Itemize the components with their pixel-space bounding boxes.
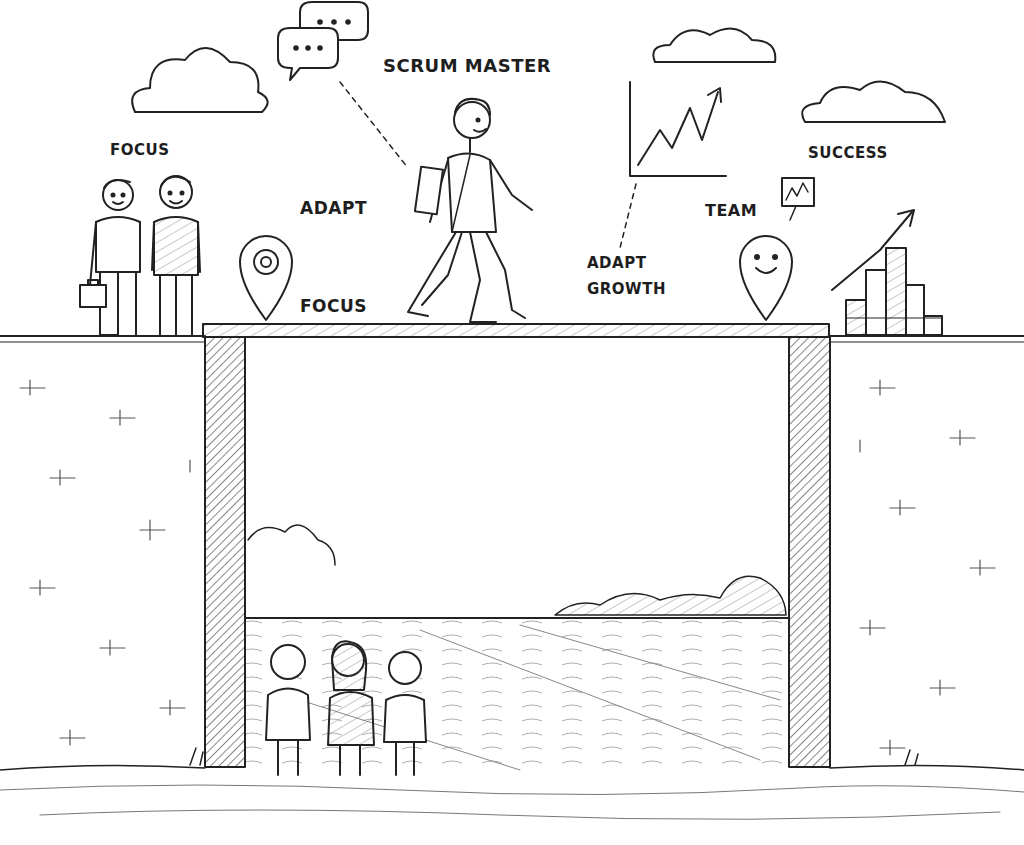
label-holder: SUCCESS	[806, 141, 890, 165]
sketch-label: FOCUS	[298, 293, 369, 320]
label-holder: ADAPT GROWTH	[585, 250, 681, 303]
sketch-label: ADAPT GROWTH	[585, 250, 681, 303]
sketch-label: FOCUS	[108, 138, 172, 162]
sketch-label: TEAM	[703, 198, 759, 224]
label-holder: ADAPT	[298, 195, 369, 222]
sketch-label: ADAPT	[298, 195, 369, 222]
label-holder: FOCUS	[108, 138, 172, 162]
sketch-label: SUCCESS	[806, 141, 890, 165]
label-holder: SCRUM MASTER	[381, 52, 553, 81]
label-holder: TEAM	[703, 198, 759, 224]
sketch-label: SCRUM MASTER	[381, 52, 553, 81]
label-holder: FOCUS	[298, 293, 369, 320]
